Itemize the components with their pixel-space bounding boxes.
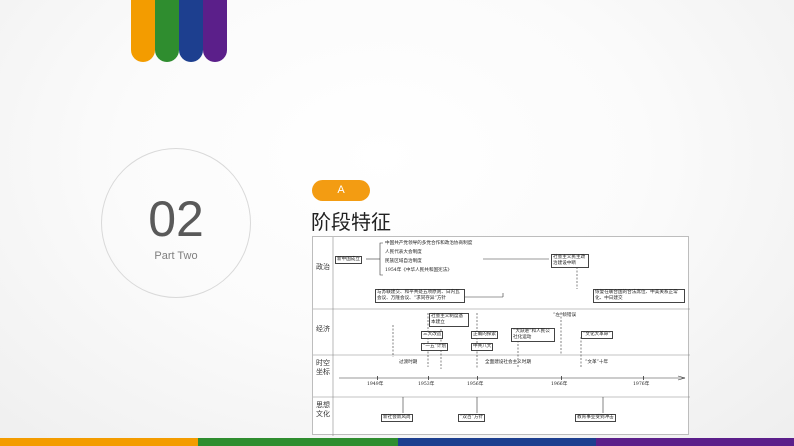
label-cultural-revolution: “文化大革命” [581,331,613,339]
category-timeline: 时空坐标 [314,359,332,377]
label-founding: 新中国成立 [335,256,362,264]
label-system-3: 民族区域自治制度 [385,259,422,265]
decor-bar-green [155,0,179,62]
decor-bar-purple [203,0,227,62]
label-diplomacy: 与苏联建交、和平共处五项原则、日内瓦会议、万隆会议、“求同存异”方针 [375,289,465,303]
label-transition: 过渡时期 [399,360,417,366]
label-eighth-congress: 中共八大 [471,343,493,351]
label-system-established: 社会主义制度基本建立 [429,313,469,327]
year-1966: 1966年 [551,382,567,388]
label-full-construction: 全面建设社会主义时期 [485,360,531,366]
label-first-plan: “一五”计划 [421,343,448,351]
diagram-lines [313,237,690,436]
label-new-customs: 新社会新风尚 [381,414,413,422]
label-system-1: 中国共产党领导的多党合作和政治协商制度 [385,241,472,247]
label-left-mistake: “左”倾错误 [553,313,576,319]
label-democracy: 社会主义民主政治建设中断 [551,254,589,268]
history-timeline-diagram: 政治 经济 时空坐标 思想文化 新中国成立 中国共产党领导的多党合作和政治协商制… [312,236,689,435]
category-politics: 政治 [313,263,333,272]
section-number: 02 [101,190,251,248]
year-1956: 1956年 [467,382,483,388]
section-subtitle: Part Two [101,250,251,262]
label-recovery: 恢复在联合国的合法席位、中美关系正常化、中日建交 [593,289,685,303]
decor-bar-blue [179,0,203,62]
year-1949: 1949年 [367,382,383,388]
label-double-hundred: “双百”方针 [458,414,485,422]
footer-stripe-green [198,438,398,446]
label-education-impact: 教育事业受到冲击 [575,414,616,422]
label-decade: “文革”十年 [585,360,608,366]
footer-stripe-blue [398,438,596,446]
year-1953: 1953年 [418,382,434,388]
decor-bar-orange [131,0,155,62]
label-three-transformations: 三大改造 [421,331,443,339]
section-badge: A [312,180,370,201]
year-1976: 1976年 [633,382,649,388]
category-culture: 思想文化 [314,401,332,419]
footer-stripe-purple [596,438,794,446]
page-title: 阶段特征 [311,209,391,235]
systems-bracket [380,243,383,275]
label-exploration: 正确的探索 [471,331,498,339]
footer-stripe-orange [0,438,198,446]
label-great-leap: “大跃进”和人民公社化运动 [511,328,555,342]
category-economy: 经济 [313,325,333,334]
label-system-4: 1954年《中华人民共和国宪法》 [385,268,452,274]
label-system-2: 人民代表大会制度 [385,250,422,256]
